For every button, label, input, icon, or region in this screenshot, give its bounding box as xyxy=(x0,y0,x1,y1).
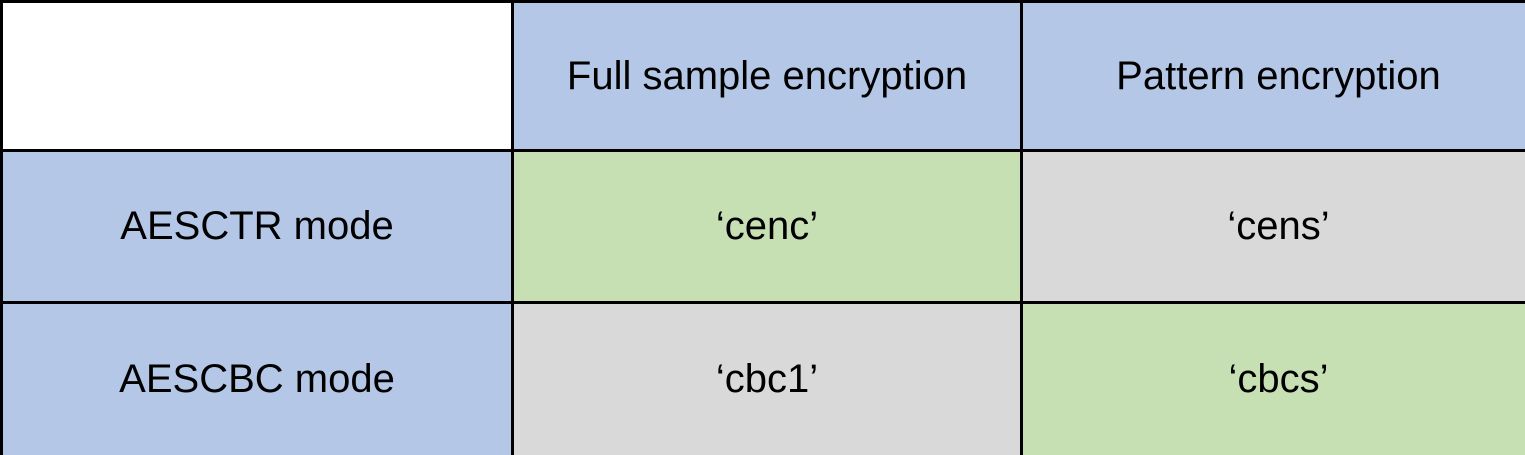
cell-cens: ‘cens’ xyxy=(1020,149,1525,304)
cell-cbcs: ‘cbcs’ xyxy=(1020,301,1525,455)
table-row-aesctr: AESCTR mode ‘cenc’ ‘cens’ xyxy=(0,149,1525,304)
cell-cbc1: ‘cbc1’ xyxy=(511,301,1023,455)
header-row: Full sample encryption Pattern encryptio… xyxy=(0,0,1525,152)
column-header-pattern-encryption: Pattern encryption xyxy=(1020,0,1525,152)
row-header-aesctr-mode: AESCTR mode xyxy=(0,149,514,304)
cell-cenc: ‘cenc’ xyxy=(511,149,1023,304)
column-header-full-sample-encryption: Full sample encryption xyxy=(511,0,1023,152)
table-row-aescbc: AESCBC mode ‘cbc1’ ‘cbcs’ xyxy=(0,301,1525,455)
corner-empty-cell xyxy=(0,0,514,152)
row-header-aescbc-mode: AESCBC mode xyxy=(0,301,514,455)
